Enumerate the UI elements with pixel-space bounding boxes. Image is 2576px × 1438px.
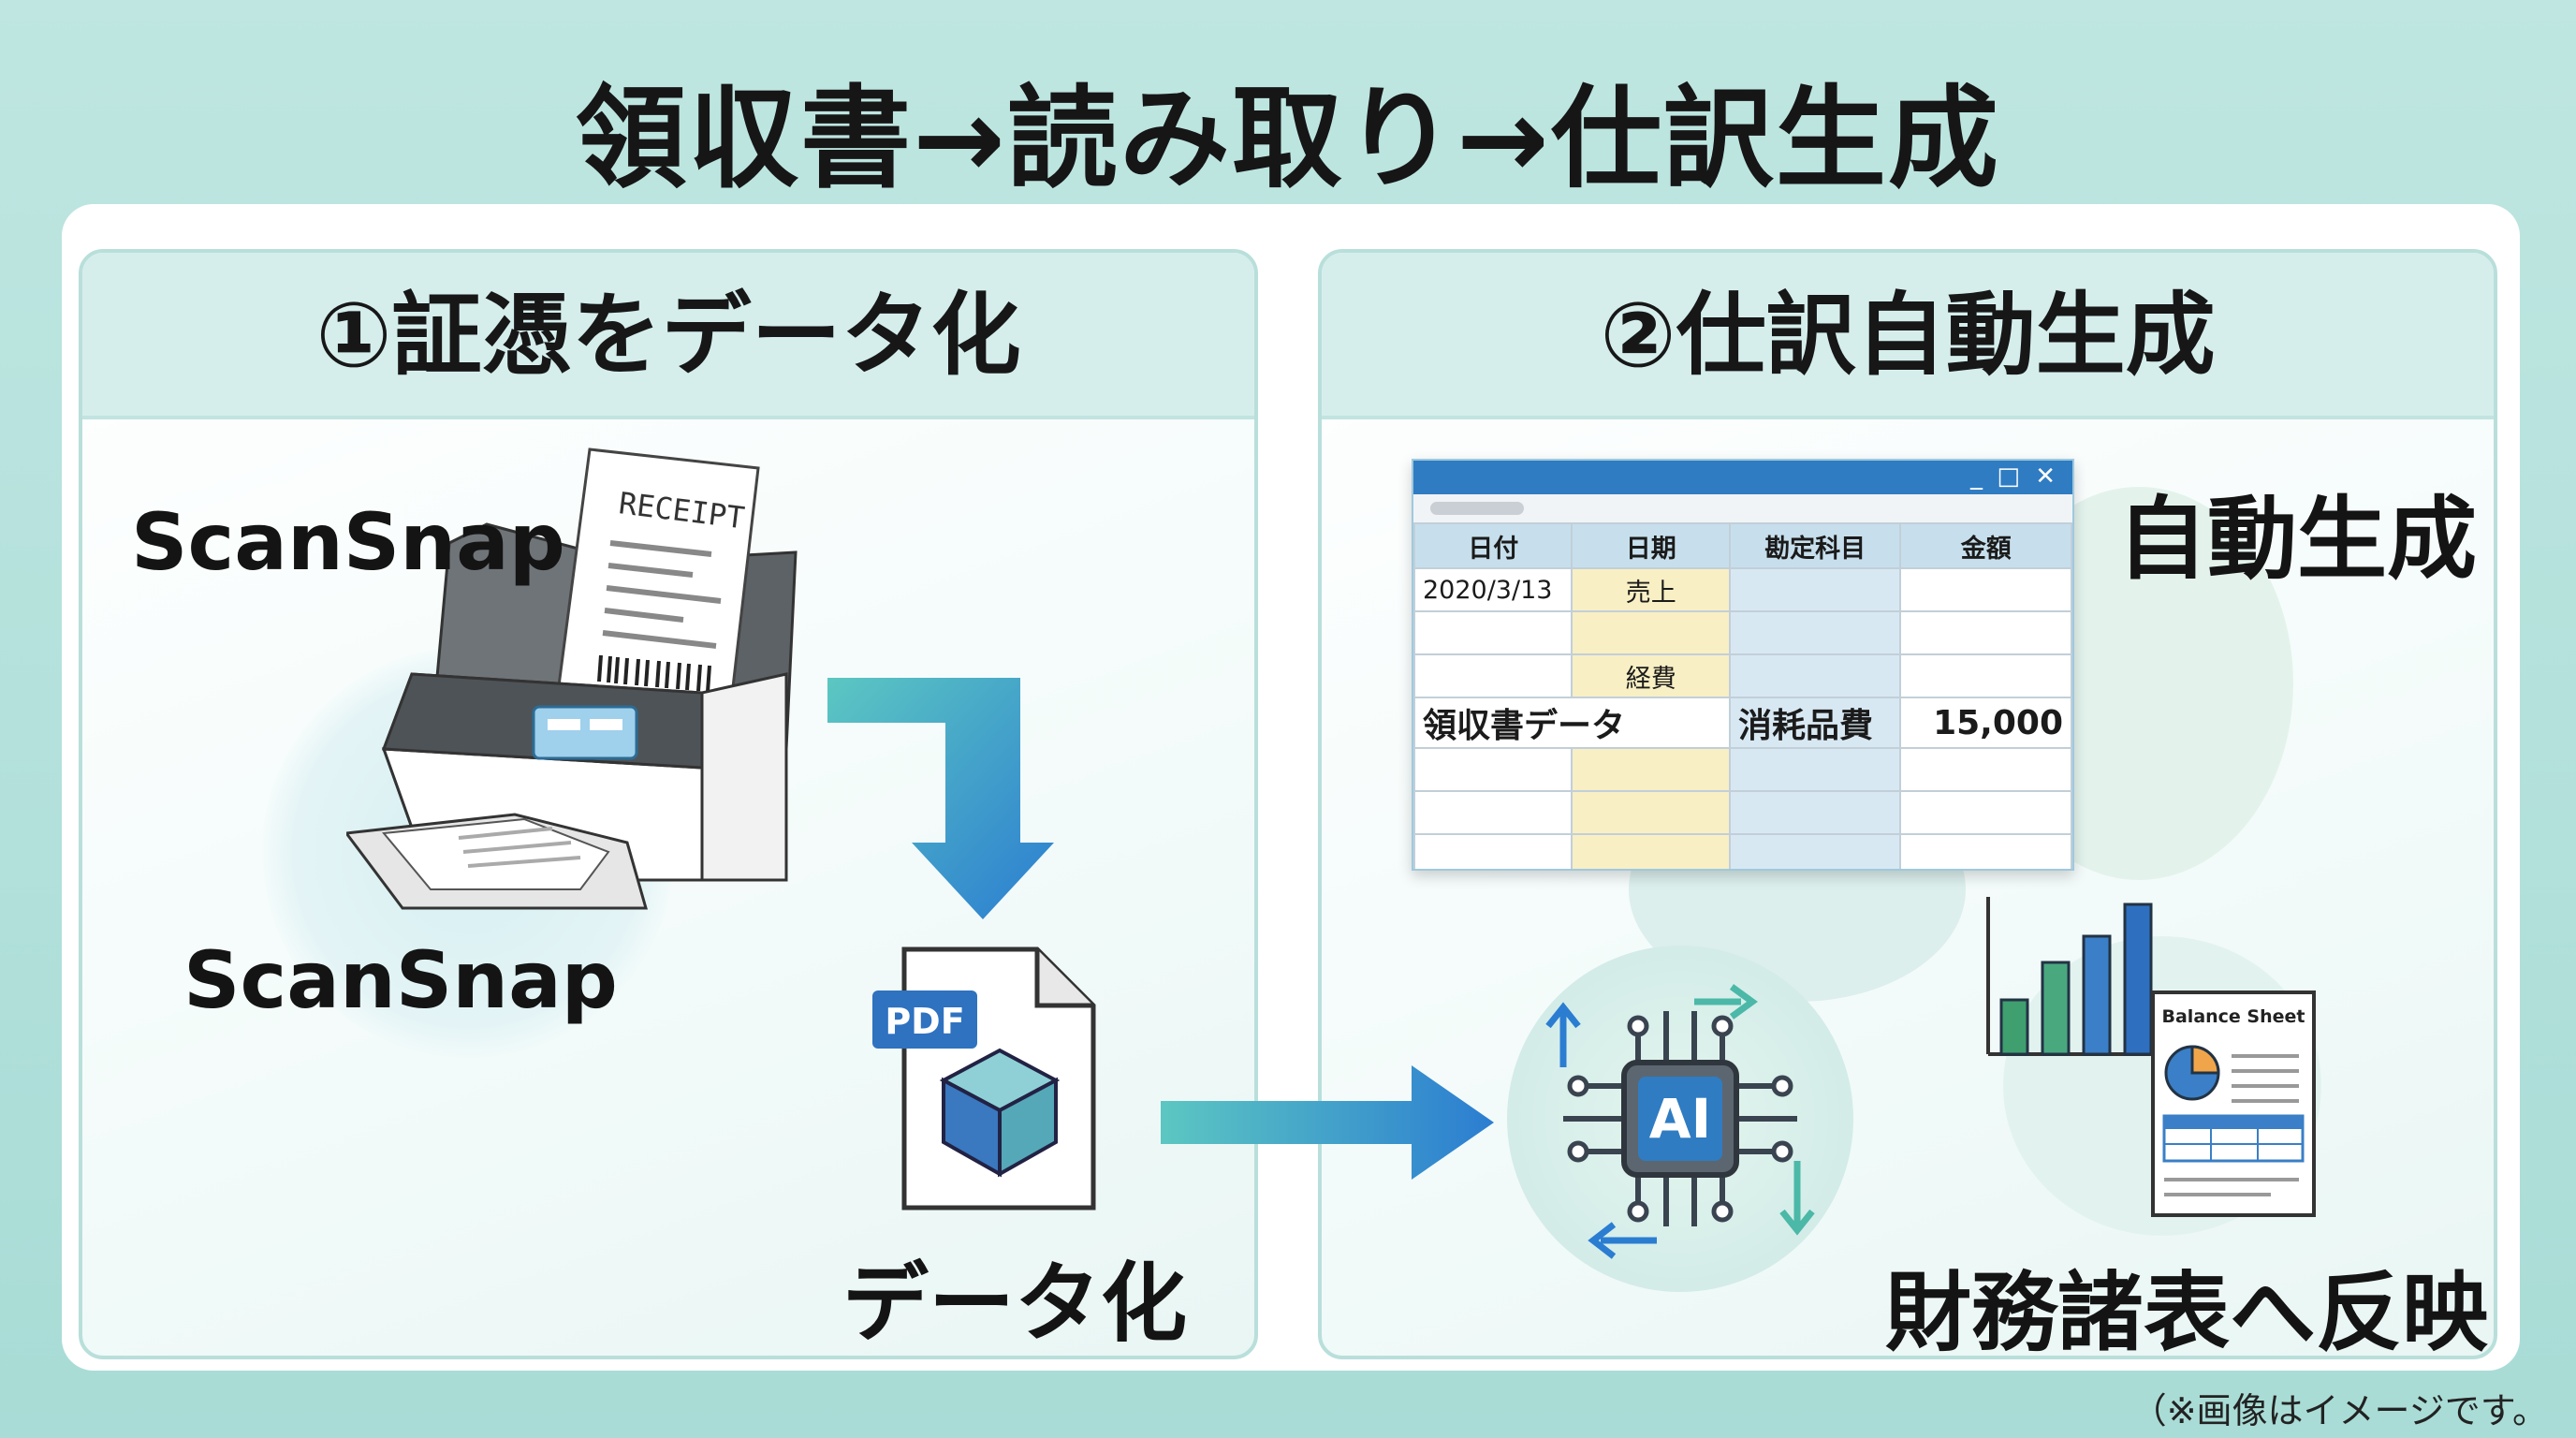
table-cell[interactable] — [1571, 833, 1731, 869]
table-cell[interactable] — [1413, 790, 1573, 835]
table-cell-amount[interactable]: 15,000 — [1899, 697, 2072, 749]
table-row — [1413, 610, 2072, 655]
maximize-icon[interactable]: □ — [1997, 462, 2020, 491]
table-cell[interactable] — [1899, 833, 2072, 869]
page-title: 領収書→読み取り→仕訳生成 — [576, 74, 2000, 203]
table-cell[interactable]: 経費 — [1571, 653, 1731, 698]
auto-generate-label: 自動生成 — [2117, 487, 2477, 592]
table-cell[interactable] — [1728, 747, 1902, 792]
table-cell-account[interactable]: 消耗品費 — [1728, 697, 1902, 749]
table-cell[interactable] — [1571, 747, 1731, 792]
table-cell[interactable] — [1413, 833, 1573, 869]
table-cell[interactable] — [1413, 653, 1573, 698]
bar-chart-icon — [1986, 897, 2172, 1056]
table-cell[interactable] — [1413, 747, 1573, 792]
table-cell[interactable] — [1899, 790, 2072, 835]
scanner-illustration: RECEIPT — [346, 448, 798, 910]
window-titlebar: _ □ ✕ — [1413, 461, 2072, 494]
journal-spreadsheet-window: _ □ ✕ 日付 日期 勘定科目 金額 2020/3/13 売上 経費 — [1412, 459, 2074, 871]
data-label: データ化 — [842, 1254, 1188, 1354]
panel-auto-journal-header: ②仕訳自動生成 — [1322, 253, 2494, 419]
disclaimer-note: （※画像はイメージです。 — [2130, 1390, 2548, 1431]
balance-sheet-title: Balance Sheet — [2162, 1006, 2305, 1027]
table-cell[interactable] — [1728, 567, 1902, 612]
ai-chip-icon: AI — [1545, 984, 1815, 1259]
ai-text: AI — [1649, 1087, 1711, 1151]
pdf-badge: PDF — [885, 1001, 964, 1042]
table-cell-receipt-data[interactable]: 領収書データ — [1413, 697, 1731, 749]
close-icon[interactable]: ✕ — [2035, 462, 2056, 491]
table-row: 2020/3/13 売上 — [1413, 567, 2072, 612]
table-header-cell: 日付 — [1413, 522, 1573, 569]
scanner-label: ScanSnap — [131, 496, 565, 588]
table-row — [1413, 790, 2072, 835]
table-cell[interactable] — [1899, 747, 2072, 792]
financial-statements-label: 財務諸表へ反映 — [1885, 1263, 2489, 1363]
table-cell[interactable] — [1728, 610, 1902, 655]
table-cell[interactable] — [1899, 653, 2072, 698]
minimize-icon[interactable]: _ — [1970, 462, 1983, 491]
table-cell[interactable] — [1413, 610, 1573, 655]
table-cell[interactable] — [1899, 567, 2072, 612]
table-cell[interactable] — [1571, 610, 1731, 655]
table-header-cell: 日期 — [1571, 522, 1731, 569]
table-cell[interactable] — [1728, 653, 1902, 698]
window-toolbar — [1413, 494, 2072, 522]
table-cell[interactable] — [1728, 790, 1902, 835]
pdf-document-icon: PDF — [872, 946, 1096, 1211]
table-cell[interactable] — [1728, 833, 1902, 869]
balance-sheet-icon: Balance Sheet — [2151, 990, 2316, 1217]
panel-digitize-header: ①証憑をデータ化 — [82, 253, 1254, 419]
table-header-row: 日付 日期 勘定科目 金額 — [1413, 522, 2072, 569]
table-row — [1413, 833, 2072, 869]
scanner-label-secondary: ScanSnap — [183, 934, 618, 1026]
table-header-cell: 勘定科目 — [1728, 522, 1902, 569]
table-row: 経費 — [1413, 653, 2072, 698]
table-row-receipt: 領収書データ 消耗品費 15,000 — [1413, 697, 2072, 749]
table-row — [1413, 747, 2072, 792]
table-cell[interactable]: 売上 — [1571, 567, 1731, 612]
table-header-cell: 金額 — [1899, 522, 2072, 569]
table-cell[interactable] — [1571, 790, 1731, 835]
journal-table: 日付 日期 勘定科目 金額 2020/3/13 売上 経費 領収書データ 消耗品… — [1413, 522, 2072, 869]
table-cell[interactable]: 2020/3/13 — [1413, 567, 1573, 612]
arrow-down-icon — [827, 678, 1054, 919]
receipt-icon: RECEIPT — [556, 448, 760, 713]
table-cell[interactable] — [1899, 610, 2072, 655]
arrow-right-icon — [1161, 1065, 1494, 1180]
